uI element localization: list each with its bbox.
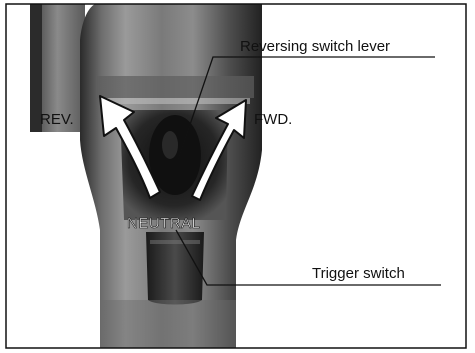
reverse-arrow-icon (99, 95, 161, 199)
forward-arrow-icon (191, 99, 247, 201)
trigger-switch-label: Trigger switch (312, 265, 405, 282)
neutral-label: NEUTRAL (127, 215, 201, 232)
rev-label: REV. (40, 111, 74, 128)
reversing-switch-lever-label: Reversing switch lever (240, 38, 390, 55)
trigger-shape (146, 232, 204, 305)
photo (5, 3, 467, 349)
trigger-switch-leader (175, 229, 441, 286)
reversing-lever-leader (177, 56, 435, 161)
leader-lines (175, 56, 441, 286)
fwd-label: FWD. (254, 111, 292, 128)
